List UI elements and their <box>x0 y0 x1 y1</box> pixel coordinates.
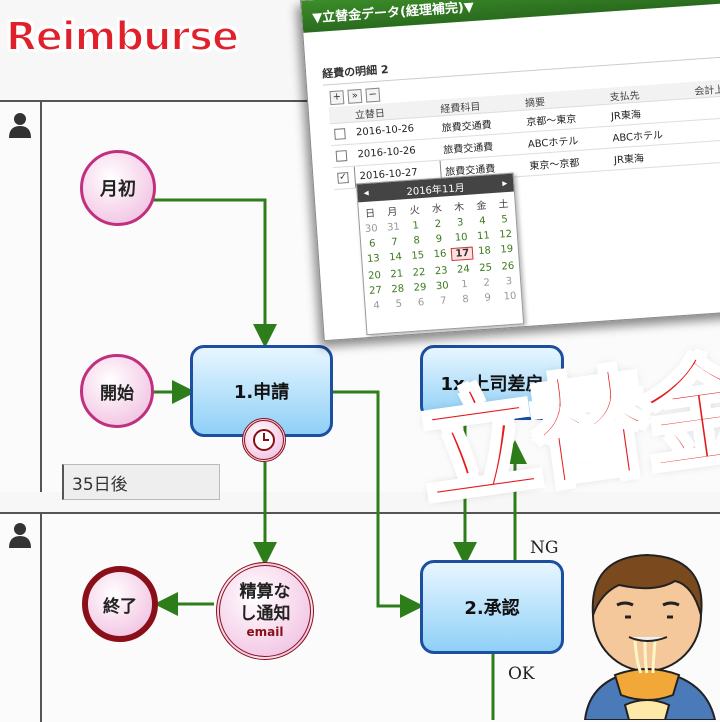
flow-monthly-to-apply <box>152 198 277 348</box>
calendar-day[interactable]: 11 <box>476 230 491 243</box>
weekday-label: 日 <box>364 208 376 220</box>
person-icon <box>9 113 31 138</box>
calendar-day[interactable]: 21 <box>390 268 404 281</box>
flow-apply-to-approve <box>333 390 424 618</box>
calendar-day[interactable]: 10 <box>454 231 468 244</box>
calendar-day[interactable]: 4 <box>478 215 487 228</box>
calendar-day[interactable]: 6 <box>368 238 376 250</box>
calendar-day[interactable]: 8 <box>413 235 421 247</box>
approve-task-label: 2.承認 <box>464 598 520 619</box>
calendar-month-label[interactable]: 2016年11月 <box>406 182 465 198</box>
prev-month-button[interactable]: ◂ <box>363 187 370 199</box>
weekday-label: 月 <box>387 206 398 219</box>
calendar-day[interactable]: 26 <box>501 260 515 273</box>
calendar-day[interactable]: 31 <box>386 221 401 234</box>
calendar-day[interactable]: 20 <box>367 270 382 282</box>
ok-label: OK <box>508 664 535 684</box>
calendar-day[interactable]: 24 <box>456 263 471 276</box>
calendar-day[interactable]: 30 <box>364 223 379 236</box>
add-row-button[interactable]: + <box>329 90 345 106</box>
calendar-day[interactable]: 10 <box>503 290 517 303</box>
clock-icon <box>253 429 275 451</box>
row-payee[interactable]: JR東海 <box>609 142 696 171</box>
ng-label: NG <box>530 538 559 558</box>
col-accounting: 会計上の <box>689 78 720 99</box>
calendar-day[interactable]: 18 <box>477 245 492 258</box>
calendar-day[interactable]: 3 <box>456 217 464 229</box>
calendar-day[interactable]: 22 <box>412 266 426 279</box>
calendar-day[interactable]: 9 <box>435 233 443 246</box>
calendar-day[interactable]: 30 <box>435 280 450 293</box>
move-row-button[interactable]: » <box>347 88 363 104</box>
calendar-day[interactable]: 6 <box>417 297 425 309</box>
calendar-day[interactable]: 7 <box>439 295 447 307</box>
approve-task[interactable]: 2.承認 <box>420 560 564 654</box>
end-event[interactable]: 終了 <box>82 566 158 642</box>
weekday-label: 金 <box>476 200 487 213</box>
calendar-day[interactable]: 23 <box>434 265 448 278</box>
timer-boundary-event[interactable] <box>242 418 286 462</box>
expense-window: ▼立替金データ(経理補完)▼ 経費の明細 2 + » − 立替日 経費科目 摘要… <box>300 0 720 342</box>
monthly-start-label: 月初 <box>100 179 136 200</box>
timer-annotation: 35日後 <box>62 464 220 500</box>
detail-section-title: 経費の明細 2 <box>321 37 720 86</box>
notify-event[interactable]: 精算なし通知 email <box>216 562 314 660</box>
start-event[interactable]: 開始 <box>80 354 154 428</box>
calendar-day[interactable]: 9 <box>484 292 492 304</box>
calendar-day[interactable]: 7 <box>391 236 399 249</box>
weekday-label: 土 <box>498 198 509 211</box>
boss-return-label: 1x.上司差戻 <box>440 373 544 395</box>
calendar-day[interactable]: 17 <box>450 246 474 262</box>
delete-row-button[interactable]: − <box>365 87 381 103</box>
calendar-day[interactable]: 14 <box>388 251 403 264</box>
expense-table: 立替日 経費科目 摘要 支払先 会計上の 2016-10-26 旅費交通費 京都… <box>328 78 720 190</box>
calendar-day[interactable]: 1 <box>412 220 420 232</box>
window-titlebar: ▼立替金データ(経理補完)▼ <box>301 0 720 33</box>
eating-man-illustration <box>583 553 717 720</box>
calendar-day[interactable]: 13 <box>366 253 381 265</box>
person-icon <box>9 523 31 548</box>
row-checkbox[interactable] <box>334 127 346 140</box>
boss-return-task[interactable]: 1x.上司差戻 <box>420 345 564 420</box>
notify-label: 精算なし通知 <box>239 582 291 624</box>
calendar-day[interactable]: 16 <box>433 248 447 261</box>
start-label: 開始 <box>100 383 134 404</box>
apply-task-label: 1.申請 <box>233 382 290 403</box>
calendar-day[interactable]: 28 <box>391 283 405 296</box>
calendar-day[interactable]: 19 <box>500 243 514 256</box>
calendar-day[interactable]: 29 <box>413 281 427 294</box>
weekday-label: 木 <box>453 202 465 214</box>
calendar-day[interactable]: 2 <box>483 277 491 289</box>
calendar-day[interactable]: 5 <box>501 214 509 226</box>
calendar-day[interactable]: 2 <box>434 218 442 231</box>
calendar-day[interactable]: 1 <box>460 279 469 291</box>
next-month-button[interactable]: ▸ <box>501 177 508 189</box>
calendar-day[interactable]: 15 <box>411 249 425 262</box>
calendar-day[interactable]: 3 <box>505 275 513 288</box>
email-label: email <box>246 624 284 639</box>
lane-approver-header <box>0 514 42 722</box>
lane-applicant-header <box>0 102 42 492</box>
weekday-label: 火 <box>409 205 421 217</box>
end-label: 終了 <box>103 596 137 617</box>
calendar-day[interactable]: 8 <box>462 293 470 306</box>
calendar-day[interactable]: 4 <box>373 300 381 312</box>
reimburse-title: Reimburse <box>5 13 240 61</box>
weekday-label: 水 <box>431 203 443 216</box>
calendar-day[interactable]: 25 <box>478 262 493 275</box>
calendar-day[interactable]: 27 <box>368 285 383 297</box>
monthly-start-event[interactable]: 月初 <box>80 150 156 226</box>
calendar-day[interactable]: 5 <box>395 298 403 311</box>
row-checkbox[interactable] <box>335 149 348 162</box>
row-summary[interactable]: 東京～京都 <box>524 148 611 177</box>
calendar-day[interactable]: 12 <box>498 228 513 241</box>
row-checkbox-checked[interactable]: ✓ <box>337 171 349 184</box>
